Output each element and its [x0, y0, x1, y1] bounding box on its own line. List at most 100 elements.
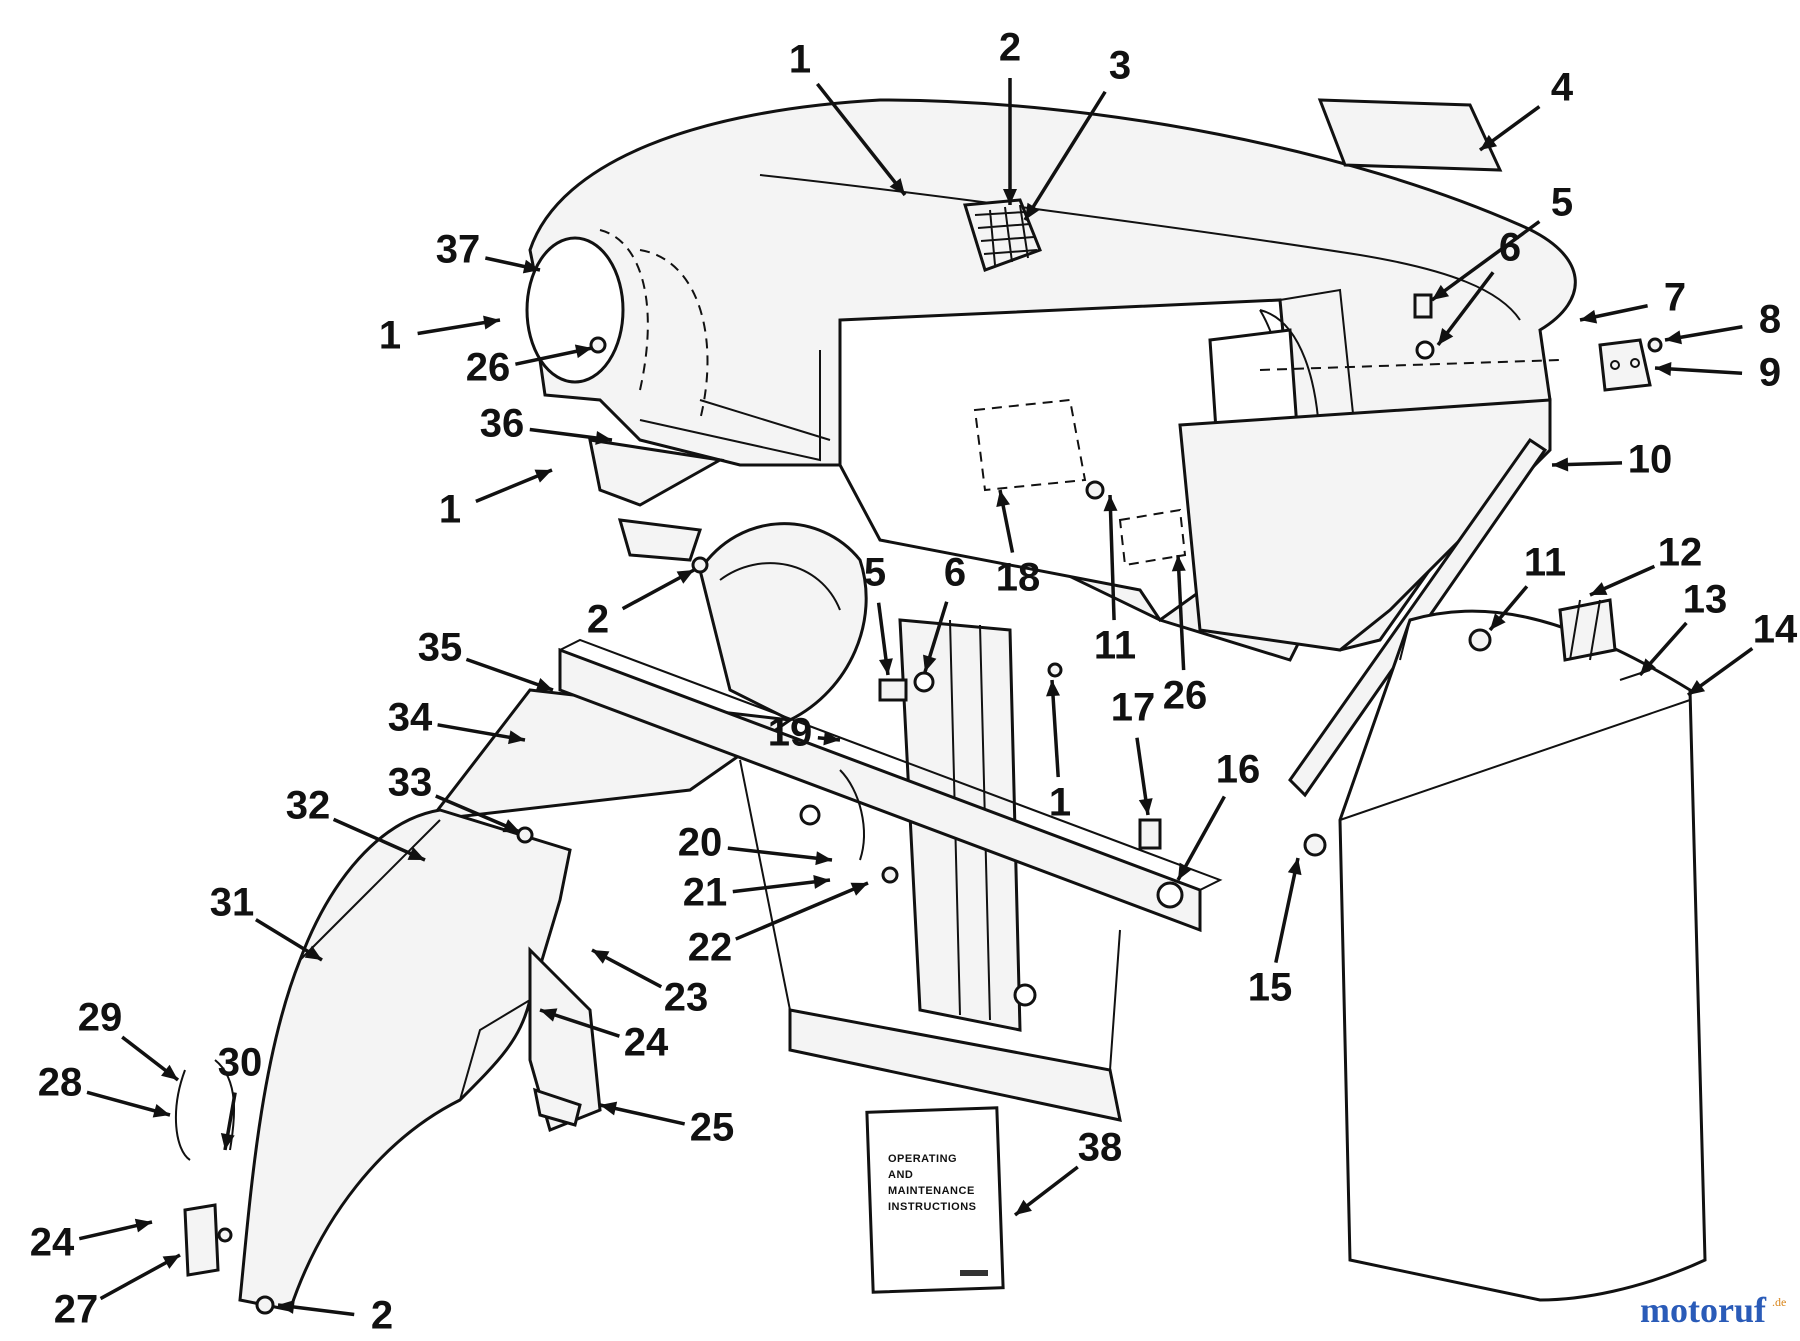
leader-line-c3 [1023, 90, 1107, 221]
callout-c13: 13 [1683, 578, 1728, 622]
callout-c1a: 1 [789, 38, 811, 82]
callout-c24b: 24 [30, 1221, 75, 1265]
arrowhead-c4 [1480, 134, 1498, 150]
callout-c20: 20 [678, 821, 723, 865]
callout-c35: 35 [418, 626, 463, 670]
hardware [217, 293, 1663, 1315]
arrowhead-c6b [923, 654, 937, 672]
arrowhead-c37 [522, 259, 540, 274]
callout-c9: 9 [1759, 351, 1781, 395]
arrowhead-c2a [1003, 189, 1017, 205]
callout-c2b: 2 [587, 598, 609, 642]
arrowhead-c1a [889, 178, 905, 195]
hinge-bracket [183, 1203, 220, 1277]
manual-logo [960, 1270, 988, 1276]
arrowhead-c33 [502, 819, 520, 833]
watermark-brand-2: oruf [1700, 1290, 1767, 1330]
callout-c15: 15 [1248, 966, 1293, 1010]
arrowhead-c30 [220, 1133, 235, 1150]
hopper-housing [525, 98, 1577, 662]
callout-c12: 12 [1658, 531, 1703, 575]
leader-line-c22 [735, 881, 869, 941]
arrowhead-c11b [1490, 613, 1506, 630]
latch-plate [1598, 338, 1652, 392]
arrowhead-c1d [1046, 680, 1061, 697]
callout-c24a: 24 [624, 1021, 669, 1065]
leader-lines [78, 78, 1754, 1317]
arrowhead-c2c [278, 1300, 295, 1314]
leader-line-c1d [1050, 679, 1060, 778]
callout-c7: 7 [1664, 276, 1686, 320]
callout-c4: 4 [1551, 66, 1574, 110]
hairpin-clip [175, 1069, 191, 1161]
arrowhead-c17 [1138, 798, 1153, 815]
callout-c38: 38 [1078, 1126, 1123, 1170]
arrowhead-c24b [134, 1218, 152, 1233]
arrowhead-c14 [1688, 679, 1706, 695]
arrowhead-c32 [407, 847, 425, 860]
retaining-chain [839, 769, 865, 861]
leader-line-c15 [1274, 857, 1300, 963]
cross-bar [558, 647, 1202, 933]
leader-line-c5a [1430, 220, 1541, 302]
callout-c28: 28 [38, 1061, 83, 1105]
bracket-plate [588, 438, 725, 507]
arrowhead-c3 [1025, 202, 1040, 220]
callout-c14: 14 [1753, 608, 1798, 652]
callout-c10: 10 [1628, 438, 1673, 482]
callout-c18: 18 [996, 556, 1041, 600]
arrowhead-c23 [592, 950, 610, 964]
arrowhead-c15 [1287, 858, 1302, 876]
watermark: motoruf .de [1640, 1290, 1786, 1330]
callout-c36: 36 [480, 402, 525, 446]
arrowhead-c7 [1580, 309, 1598, 324]
callout-c26b: 26 [1163, 674, 1208, 718]
callout-c5b: 5 [864, 551, 886, 595]
arrowhead-c1c [534, 469, 552, 483]
watermark-tld: .de [1772, 1295, 1786, 1309]
arrowhead-c5a [1432, 284, 1450, 300]
grass-bag [1338, 598, 1707, 1302]
mount-frame [558, 618, 1223, 1122]
manual-line-1: OPERATING [888, 1153, 957, 1165]
deflector-tab [533, 1087, 582, 1127]
callout-c33: 33 [388, 761, 433, 805]
callout-c25: 25 [690, 1106, 735, 1150]
arrowhead-c11a [1103, 495, 1118, 512]
arrowhead-c6a [1438, 328, 1454, 345]
callout-c2a: 2 [999, 26, 1021, 70]
arrowhead-c25 [600, 1101, 618, 1116]
callout-c29: 29 [78, 996, 123, 1040]
callout-c6b: 6 [944, 551, 966, 595]
arrowhead-c20 [815, 851, 832, 866]
leader-line-c20 [727, 846, 833, 862]
callout-c16: 16 [1216, 748, 1261, 792]
arrowhead-c27 [162, 1255, 180, 1269]
leader-line-c1a [815, 82, 907, 197]
arrowhead-c5b [878, 658, 893, 675]
manual-line-4: INSTRUCTIONS [888, 1201, 977, 1213]
callout-c11a: 11 [1094, 624, 1136, 668]
arrowhead-c12 [1590, 582, 1608, 595]
leader-line-c32 [332, 817, 426, 862]
arrowhead-c36 [595, 431, 612, 445]
arrowhead-c34 [508, 730, 525, 745]
arrowhead-c35 [535, 678, 553, 692]
callout-c3: 3 [1109, 44, 1131, 88]
arrowhead-c19 [823, 731, 840, 746]
callout-c21: 21 [683, 871, 728, 915]
manual-line-2: AND [888, 1169, 913, 1181]
callout-c2c: 2 [371, 1294, 393, 1336]
arrowhead-c38 [1015, 1199, 1032, 1215]
arrowhead-c26a [574, 344, 592, 359]
arrowhead-c18 [996, 490, 1011, 508]
callout-c1c: 1 [439, 488, 461, 532]
arrowhead-c13 [1640, 658, 1656, 675]
callout-c1b: 1 [379, 314, 401, 358]
callout-c19: 19 [768, 711, 813, 755]
callout-c26a: 26 [466, 346, 511, 390]
leader-line-c26b [1176, 554, 1186, 671]
operating-manual: OPERATING AND MAINTENANCE INSTRUCTIONS [865, 1106, 1005, 1294]
